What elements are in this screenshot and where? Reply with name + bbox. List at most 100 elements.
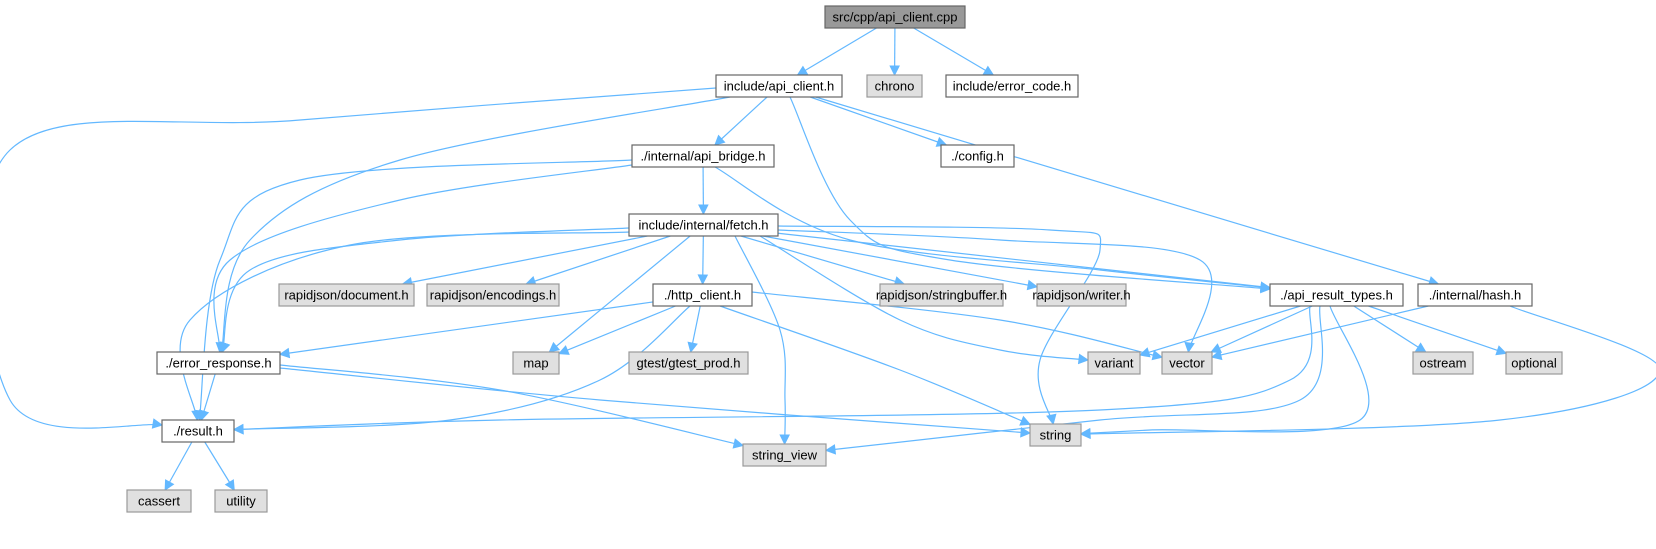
node-error-code-h[interactable]: include/error_code.h (945, 74, 1079, 98)
node-chrono: chrono (866, 74, 923, 98)
node-box[interactable] (628, 213, 779, 237)
edge-line (751, 291, 1163, 358)
node-api-client-h[interactable]: include/api_client.h (715, 74, 843, 98)
node-box[interactable] (631, 144, 775, 168)
node-box[interactable] (1417, 283, 1533, 307)
node-result-h[interactable]: ./result.h (161, 419, 235, 443)
node-optional: optional (1505, 351, 1563, 375)
node-label: chrono (875, 79, 915, 94)
node-label: ostream (1420, 356, 1467, 371)
node-hash-h[interactable]: ./internal/hash.h (1417, 283, 1533, 307)
nodes: src/cpp/api_client.cpp include/api_client… (126, 5, 1563, 513)
node-api-result-types-h[interactable]: ./api_result_types.h (1269, 283, 1404, 307)
arrowhead (224, 479, 235, 491)
edge-line (233, 305, 691, 431)
node-box[interactable] (161, 419, 235, 443)
edge-line (1353, 305, 1427, 353)
node-box[interactable] (652, 283, 753, 307)
arrowhead (278, 347, 291, 359)
node-label: ./internal/hash.h (1429, 288, 1522, 303)
edge-root-to-chrono (889, 27, 900, 77)
node-label: ./api_result_types.h (1280, 288, 1393, 303)
node-api-bridge-h[interactable]: ./internal/api_bridge.h (631, 144, 775, 168)
arrowhead (1046, 413, 1057, 426)
node-http-client-h[interactable]: ./http_client.h (652, 283, 753, 307)
node-box[interactable] (1269, 283, 1404, 307)
edge-fetch_h-to-vector (777, 229, 1213, 354)
node-box (1036, 283, 1127, 307)
edge-line (759, 235, 1089, 361)
edge-fetch_h-to-result_h (179, 231, 630, 422)
edge-line (213, 164, 633, 353)
node-box[interactable] (824, 5, 966, 29)
node-label: optional (1511, 356, 1557, 371)
edge-line (789, 96, 1271, 290)
edge-line (1080, 305, 1656, 435)
edge-api_result_types_h-to-result_h (232, 305, 1313, 435)
node-box[interactable] (715, 74, 843, 98)
node-label: include/error_code.h (953, 79, 1072, 94)
edge-line (525, 235, 671, 285)
node-ostream: ostream (1412, 351, 1474, 375)
node-fetch-h[interactable]: include/internal/fetch.h (628, 213, 779, 237)
edge-line (777, 232, 1271, 289)
node-label: ./result.h (173, 424, 223, 439)
arrowhead (697, 274, 709, 286)
node-label: map (523, 356, 548, 371)
arrowhead (687, 341, 698, 354)
edge-result_h-to-cassert (164, 441, 193, 491)
edge-http_client_h-to-vector (751, 291, 1164, 361)
edge-line (198, 159, 633, 421)
arrowhead (232, 424, 244, 435)
arrowhead (1079, 428, 1091, 440)
edge-error_response_h-to-result_h (198, 373, 216, 422)
edge-error_response_h-to-string (279, 367, 1032, 438)
edge-api_bridge_h-to-api_result_types_h (714, 166, 1272, 293)
edge-api_client_h-to-hash_h (815, 96, 1440, 287)
node-box[interactable] (156, 351, 281, 375)
node-vector: vector (1161, 351, 1213, 375)
edge-api_result_types_h-to-optional (1368, 305, 1508, 356)
node-box (866, 74, 923, 98)
arrowhead (824, 444, 837, 455)
edge-line (1080, 305, 1370, 435)
edge-line (558, 305, 676, 355)
node-error-response-h[interactable]: ./error_response.h (156, 351, 281, 375)
edge-fetch_h-to-variant (759, 235, 1090, 365)
edge-api_result_types_h-to-string_view (824, 305, 1324, 455)
node-box (1029, 423, 1082, 447)
edge-line (0, 87, 717, 429)
arrowhead (1495, 345, 1508, 356)
edge-line (233, 305, 1313, 431)
edge-fetch_h-to-rj_writer (762, 235, 1039, 291)
edge-line (220, 96, 731, 353)
node-box[interactable] (940, 144, 1015, 168)
edge-line (825, 305, 1324, 451)
edge-line (809, 96, 947, 146)
arrowhead (198, 409, 210, 422)
arrowhead (191, 410, 202, 422)
node-label: string_view (752, 448, 818, 463)
node-box (1412, 351, 1474, 375)
node-cassert: cassert (126, 489, 192, 513)
node-box[interactable] (945, 74, 1079, 98)
edge-api_client_h-to-api_bridge_h (714, 96, 768, 146)
node-config-h[interactable]: ./config.h (940, 144, 1015, 168)
node-box (278, 283, 415, 307)
edge-line (714, 166, 1271, 289)
edge-api_result_types_h-to-vector (1210, 305, 1313, 353)
node-root[interactable]: src/cpp/api_client.cpp (824, 5, 966, 29)
node-label: utility (226, 494, 256, 509)
arrowhead (1210, 343, 1223, 353)
node-rj-encodings: rapidjson/encodings.h (426, 283, 560, 307)
edge-api_result_types_h-to-variant (1138, 305, 1301, 358)
node-variant: variant (1087, 351, 1141, 375)
node-box (126, 489, 192, 513)
node-label: ./config.h (951, 149, 1004, 164)
node-box (426, 283, 560, 307)
edge-fetch_h-to-rj_encodings (525, 235, 671, 287)
node-box (214, 489, 268, 513)
node-label: rapidjson/stringbuffer.h (876, 288, 1007, 303)
edge-line (279, 367, 1031, 434)
